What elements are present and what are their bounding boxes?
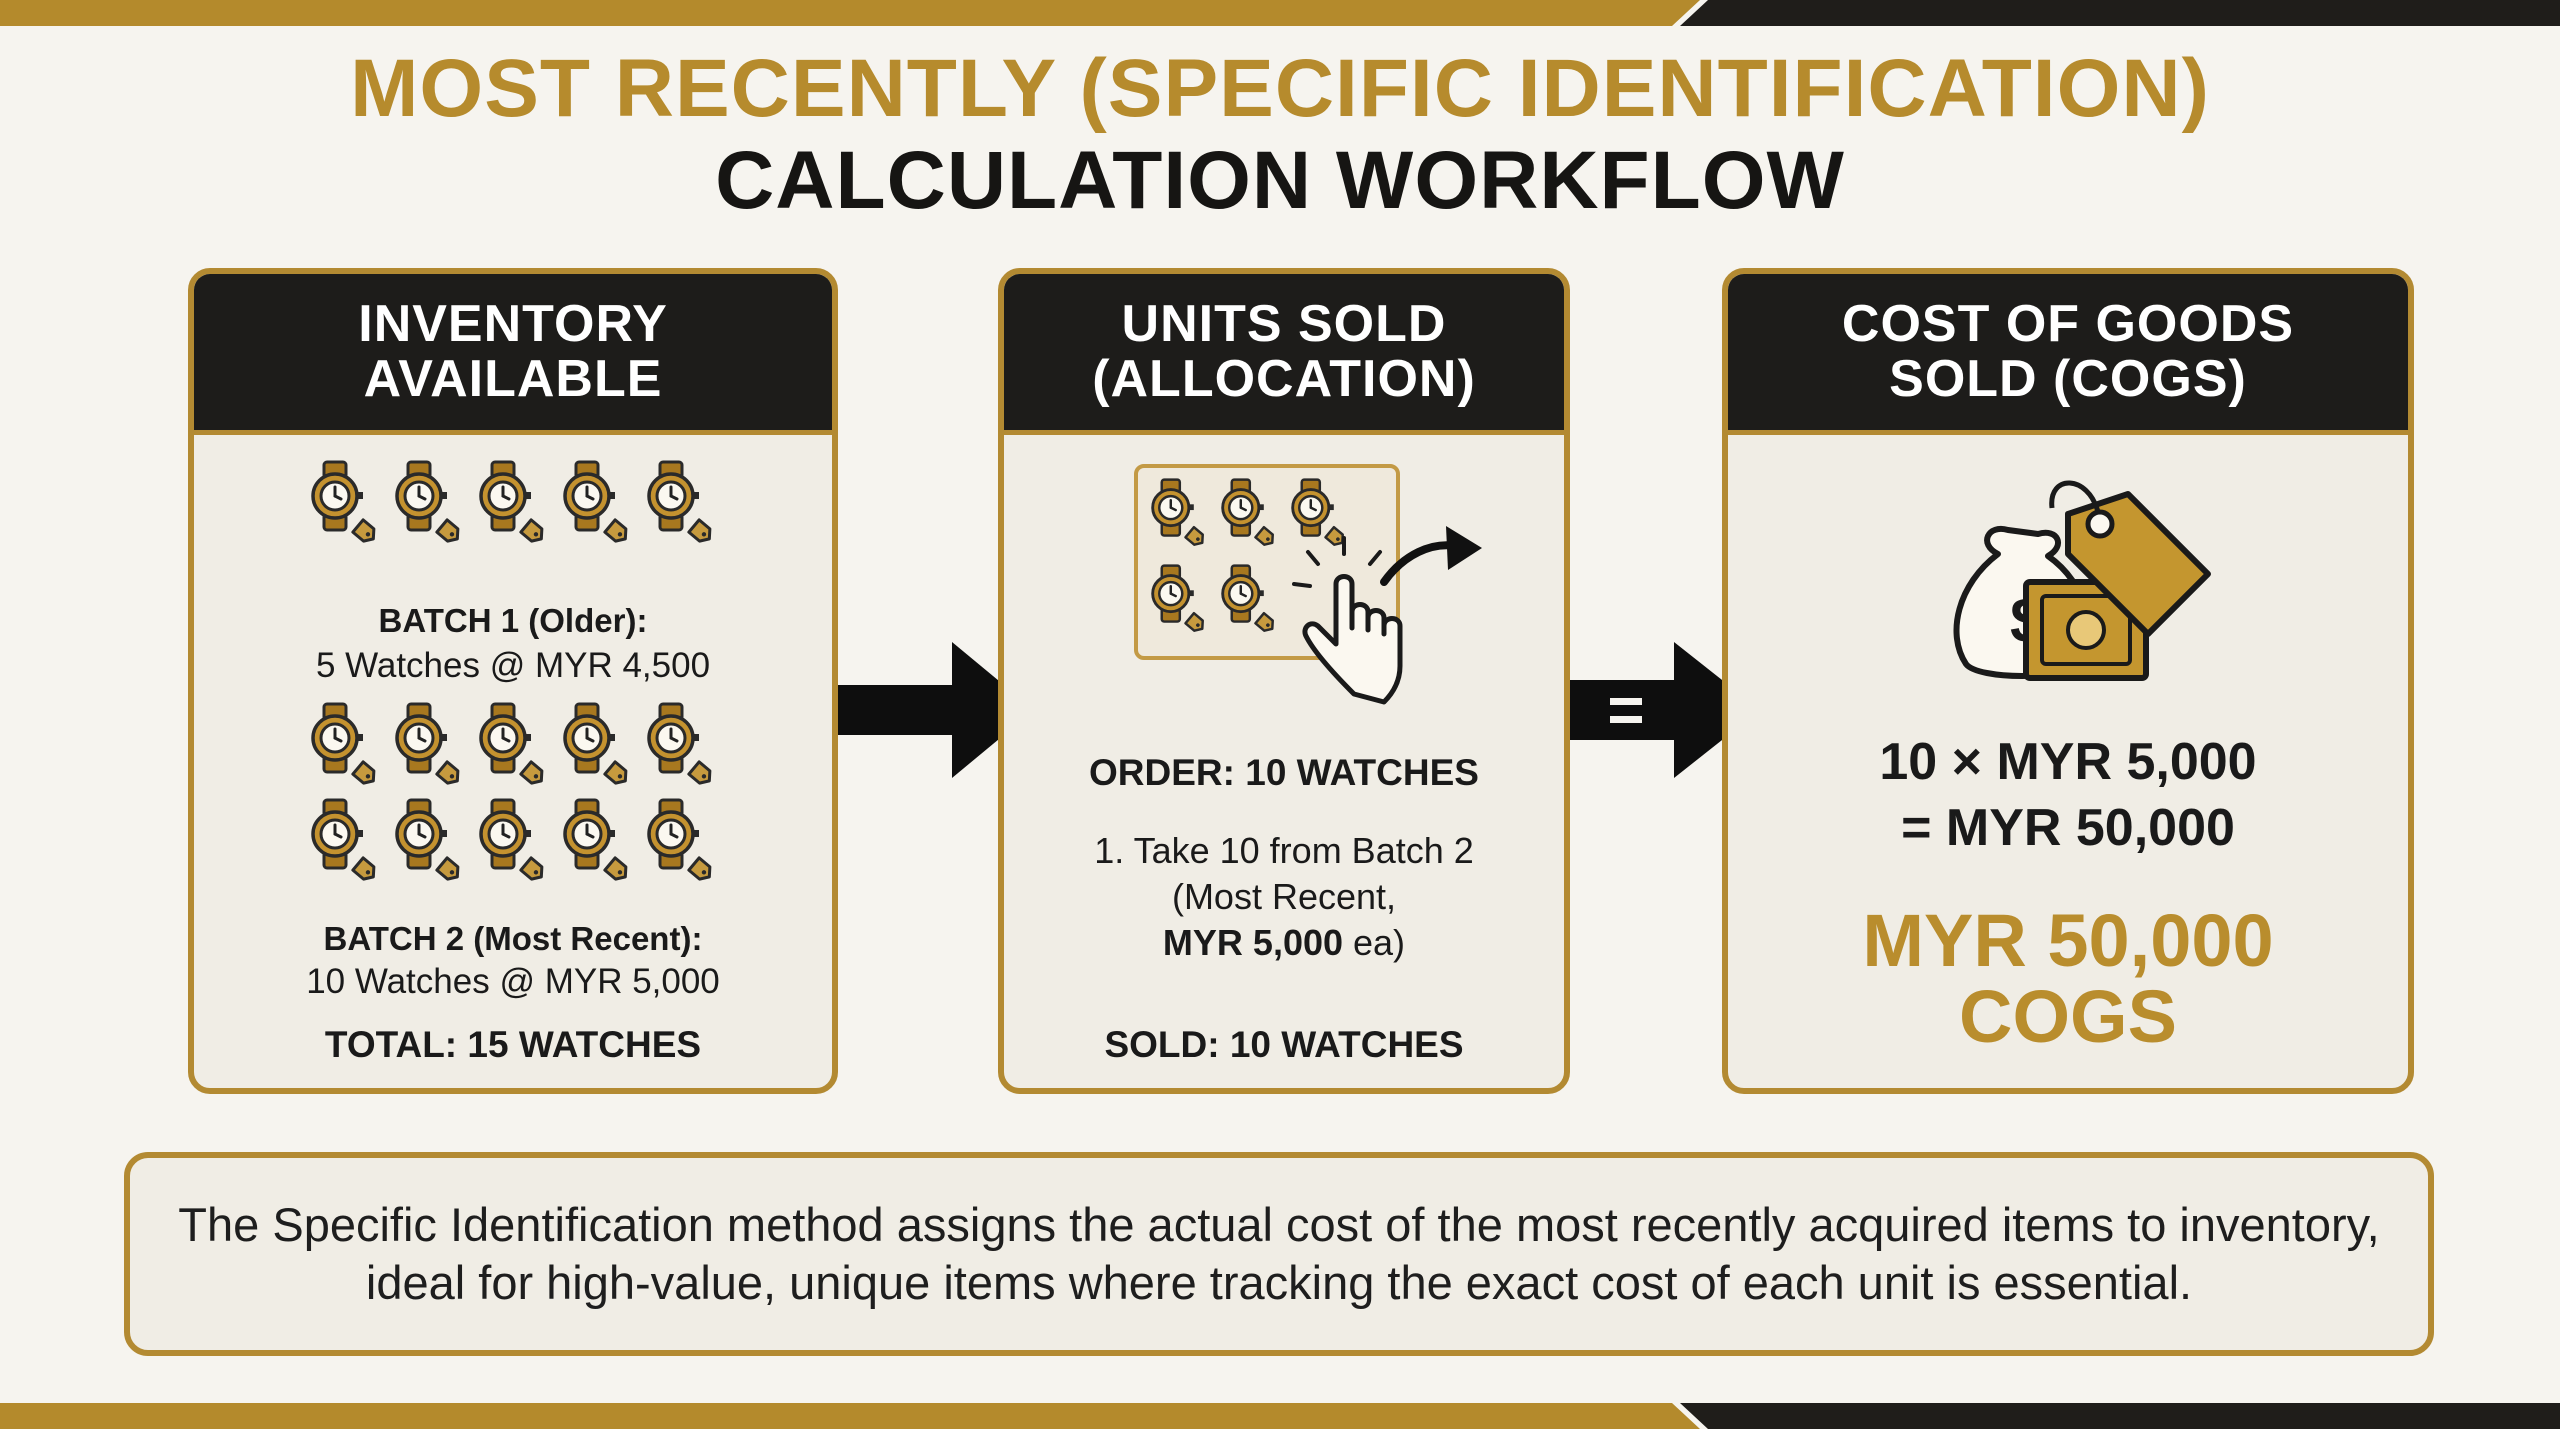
allocation-step-line-2: (Most Recent, <box>1171 876 1397 917</box>
watch-with-price-tag-icon <box>562 460 632 550</box>
inventory-available-panel: INVENTORY AVAILABLE BATCH 1 (Older): 5 W… <box>188 268 838 1094</box>
method-description-text: The Specific Identification method assig… <box>178 1197 2380 1309</box>
watch-with-price-tag-icon <box>646 460 716 550</box>
hand-pointer-icon <box>1292 526 1482 705</box>
cogs-formula-line-2: = MYR 50,000 <box>1901 799 2235 857</box>
method-description-note: The Specific Identification method assig… <box>124 1152 2434 1356</box>
watch-with-price-tag-icon <box>562 702 632 792</box>
batch2-detail: 10 Watches @ MYR 5,000 <box>306 962 720 1001</box>
batch1-label: BATCH 1 (Older): <box>378 602 648 639</box>
top-decor-band <box>0 0 2560 26</box>
batch1-detail: 5 Watches @ MYR 4,500 <box>315 646 711 685</box>
watch-with-price-tag-icon <box>646 702 716 792</box>
batch2-watches-row-2 <box>194 798 832 888</box>
units-sold-heading-line-2: (ALLOCATION) <box>1092 350 1476 408</box>
cogs-result-label: COGS <box>1959 975 2177 1058</box>
watch-with-price-tag-icon <box>310 798 380 888</box>
sold-total: SOLD: 10 WATCHES <box>1104 1024 1464 1065</box>
bottom-decor-band <box>0 1403 2560 1429</box>
allocation-step-line-1: 1. Take 10 from Batch 2 <box>1094 830 1474 871</box>
units-sold-heading-line-1: UNITS SOLD <box>1121 295 1447 354</box>
watch-with-price-tag-icon <box>310 460 380 550</box>
units-sold-panel: UNITS SOLD (ALLOCATION) ORDER: 10 WATCHE… <box>998 268 1570 1094</box>
money-bag-price-tag-icon: $ <box>1953 480 2211 681</box>
watch-with-price-tag-icon <box>394 798 464 888</box>
inventory-heading: INVENTORY AVAILABLE <box>194 274 832 435</box>
inventory-total: TOTAL: 15 WATCHES <box>324 1024 702 1065</box>
batch1-watches-row <box>194 460 832 550</box>
batch2-label: BATCH 2 (Most Recent): <box>323 920 703 957</box>
watch-with-price-tag-icon <box>478 460 548 550</box>
units-sold-heading: UNITS SOLD (ALLOCATION) <box>1004 274 1564 435</box>
title-line-1: MOST RECENTLY (SPECIFIC IDENTIFICATION) <box>350 43 2210 134</box>
allocation-step-suffix: ea) <box>1343 922 1406 963</box>
title-line-2: CALCULATION WORKFLOW <box>715 135 1845 226</box>
allocation-step-line-3: MYR 5,000 ea) <box>1004 922 1564 964</box>
watch-with-price-tag-icon <box>478 798 548 888</box>
right-arrow-icon <box>838 642 1034 778</box>
cogs-result-amount: MYR 50,000 <box>1862 899 2274 982</box>
watch-with-price-tag-icon <box>310 702 380 792</box>
batch2-watches-row-1 <box>194 702 832 792</box>
watch-with-price-tag-icon <box>394 460 464 550</box>
inventory-heading-line-2: AVAILABLE <box>363 350 663 408</box>
watch-with-price-tag-icon <box>394 702 464 792</box>
watch-with-price-tag-icon <box>646 798 716 888</box>
watch-with-price-tag-icon <box>478 702 548 792</box>
watch-with-price-tag-icon <box>562 798 632 888</box>
cogs-heading-line-2: SOLD (COGS) <box>1889 350 2247 408</box>
cogs-heading: COST OF GOODS SOLD (COGS) <box>1728 274 2408 435</box>
allocation-step-price: MYR 5,000 <box>1162 922 1344 963</box>
order-label: ORDER: 10 WATCHES <box>1089 752 1479 793</box>
cogs-formula-line-1: 10 × MYR 5,000 <box>1879 733 2257 791</box>
cogs-panel: COST OF GOODS SOLD (COGS) $ 10 × MYR 5,0… <box>1722 268 2414 1094</box>
cogs-heading-line-1: COST OF GOODS <box>1841 295 2295 354</box>
inventory-heading-line-1: INVENTORY <box>358 295 668 354</box>
page-title: MOST RECENTLY (SPECIFIC IDENTIFICATION) … <box>0 48 2560 222</box>
equals-arrow-icon <box>1570 642 1760 778</box>
